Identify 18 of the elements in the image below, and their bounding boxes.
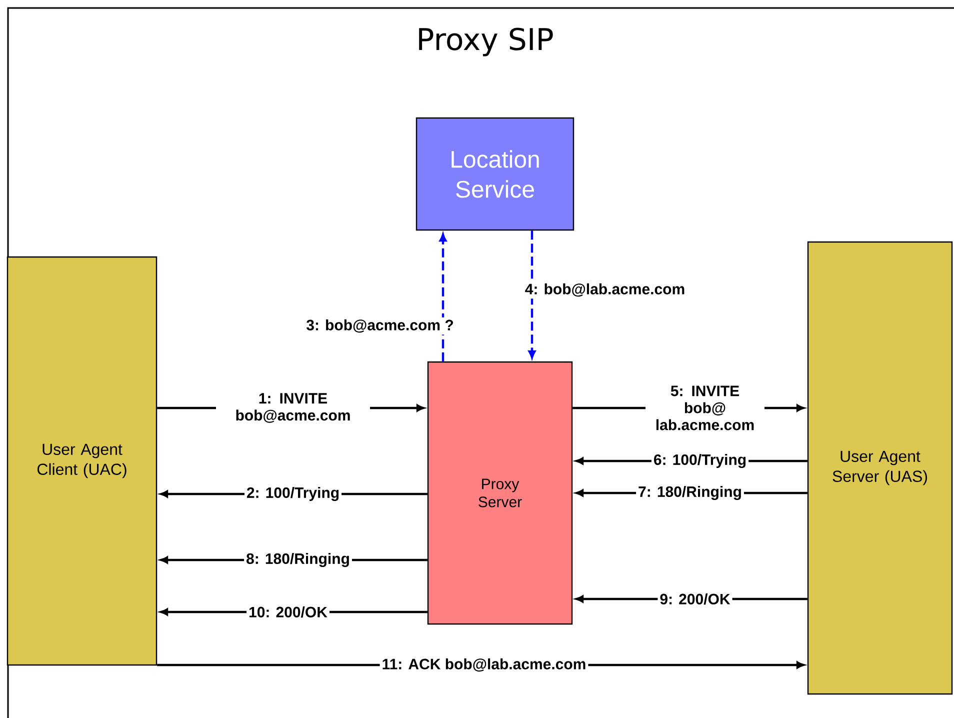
edge-label: 3: bob@acme.com ? bbox=[304, 317, 456, 335]
service-box: Location Service bbox=[416, 117, 574, 231]
edge-label: 7: 180/Ringing bbox=[636, 484, 744, 502]
arrow bbox=[439, 234, 447, 362]
title: Proxy SIP bbox=[419, 28, 553, 56]
edge-label: 8: 180/Ringing bbox=[244, 550, 352, 570]
server-box: Proxy Server bbox=[427, 361, 573, 625]
edge-label: 9: 200/OK bbox=[658, 591, 732, 607]
edge-label: 4: bob@lab.acme.com bbox=[522, 281, 688, 299]
agent-box: User Agent Client (UAC) bbox=[6, 256, 158, 666]
agent-box: User Agent Server (UAS) bbox=[807, 241, 953, 695]
edge-label: 11: ACK bob@lab.acme.com bbox=[380, 656, 588, 674]
edge-label: 2: 100/Trying bbox=[244, 484, 342, 504]
edge-label: 10: 200/OK bbox=[246, 604, 330, 620]
edge-label: 6: 100/Trying bbox=[651, 452, 749, 470]
edge-label: 1: INVITE bob@acme.com bbox=[216, 391, 370, 425]
arrow bbox=[528, 230, 536, 358]
edge-label: 5: INVITE bob@ lab.acme.com bbox=[646, 384, 764, 432]
